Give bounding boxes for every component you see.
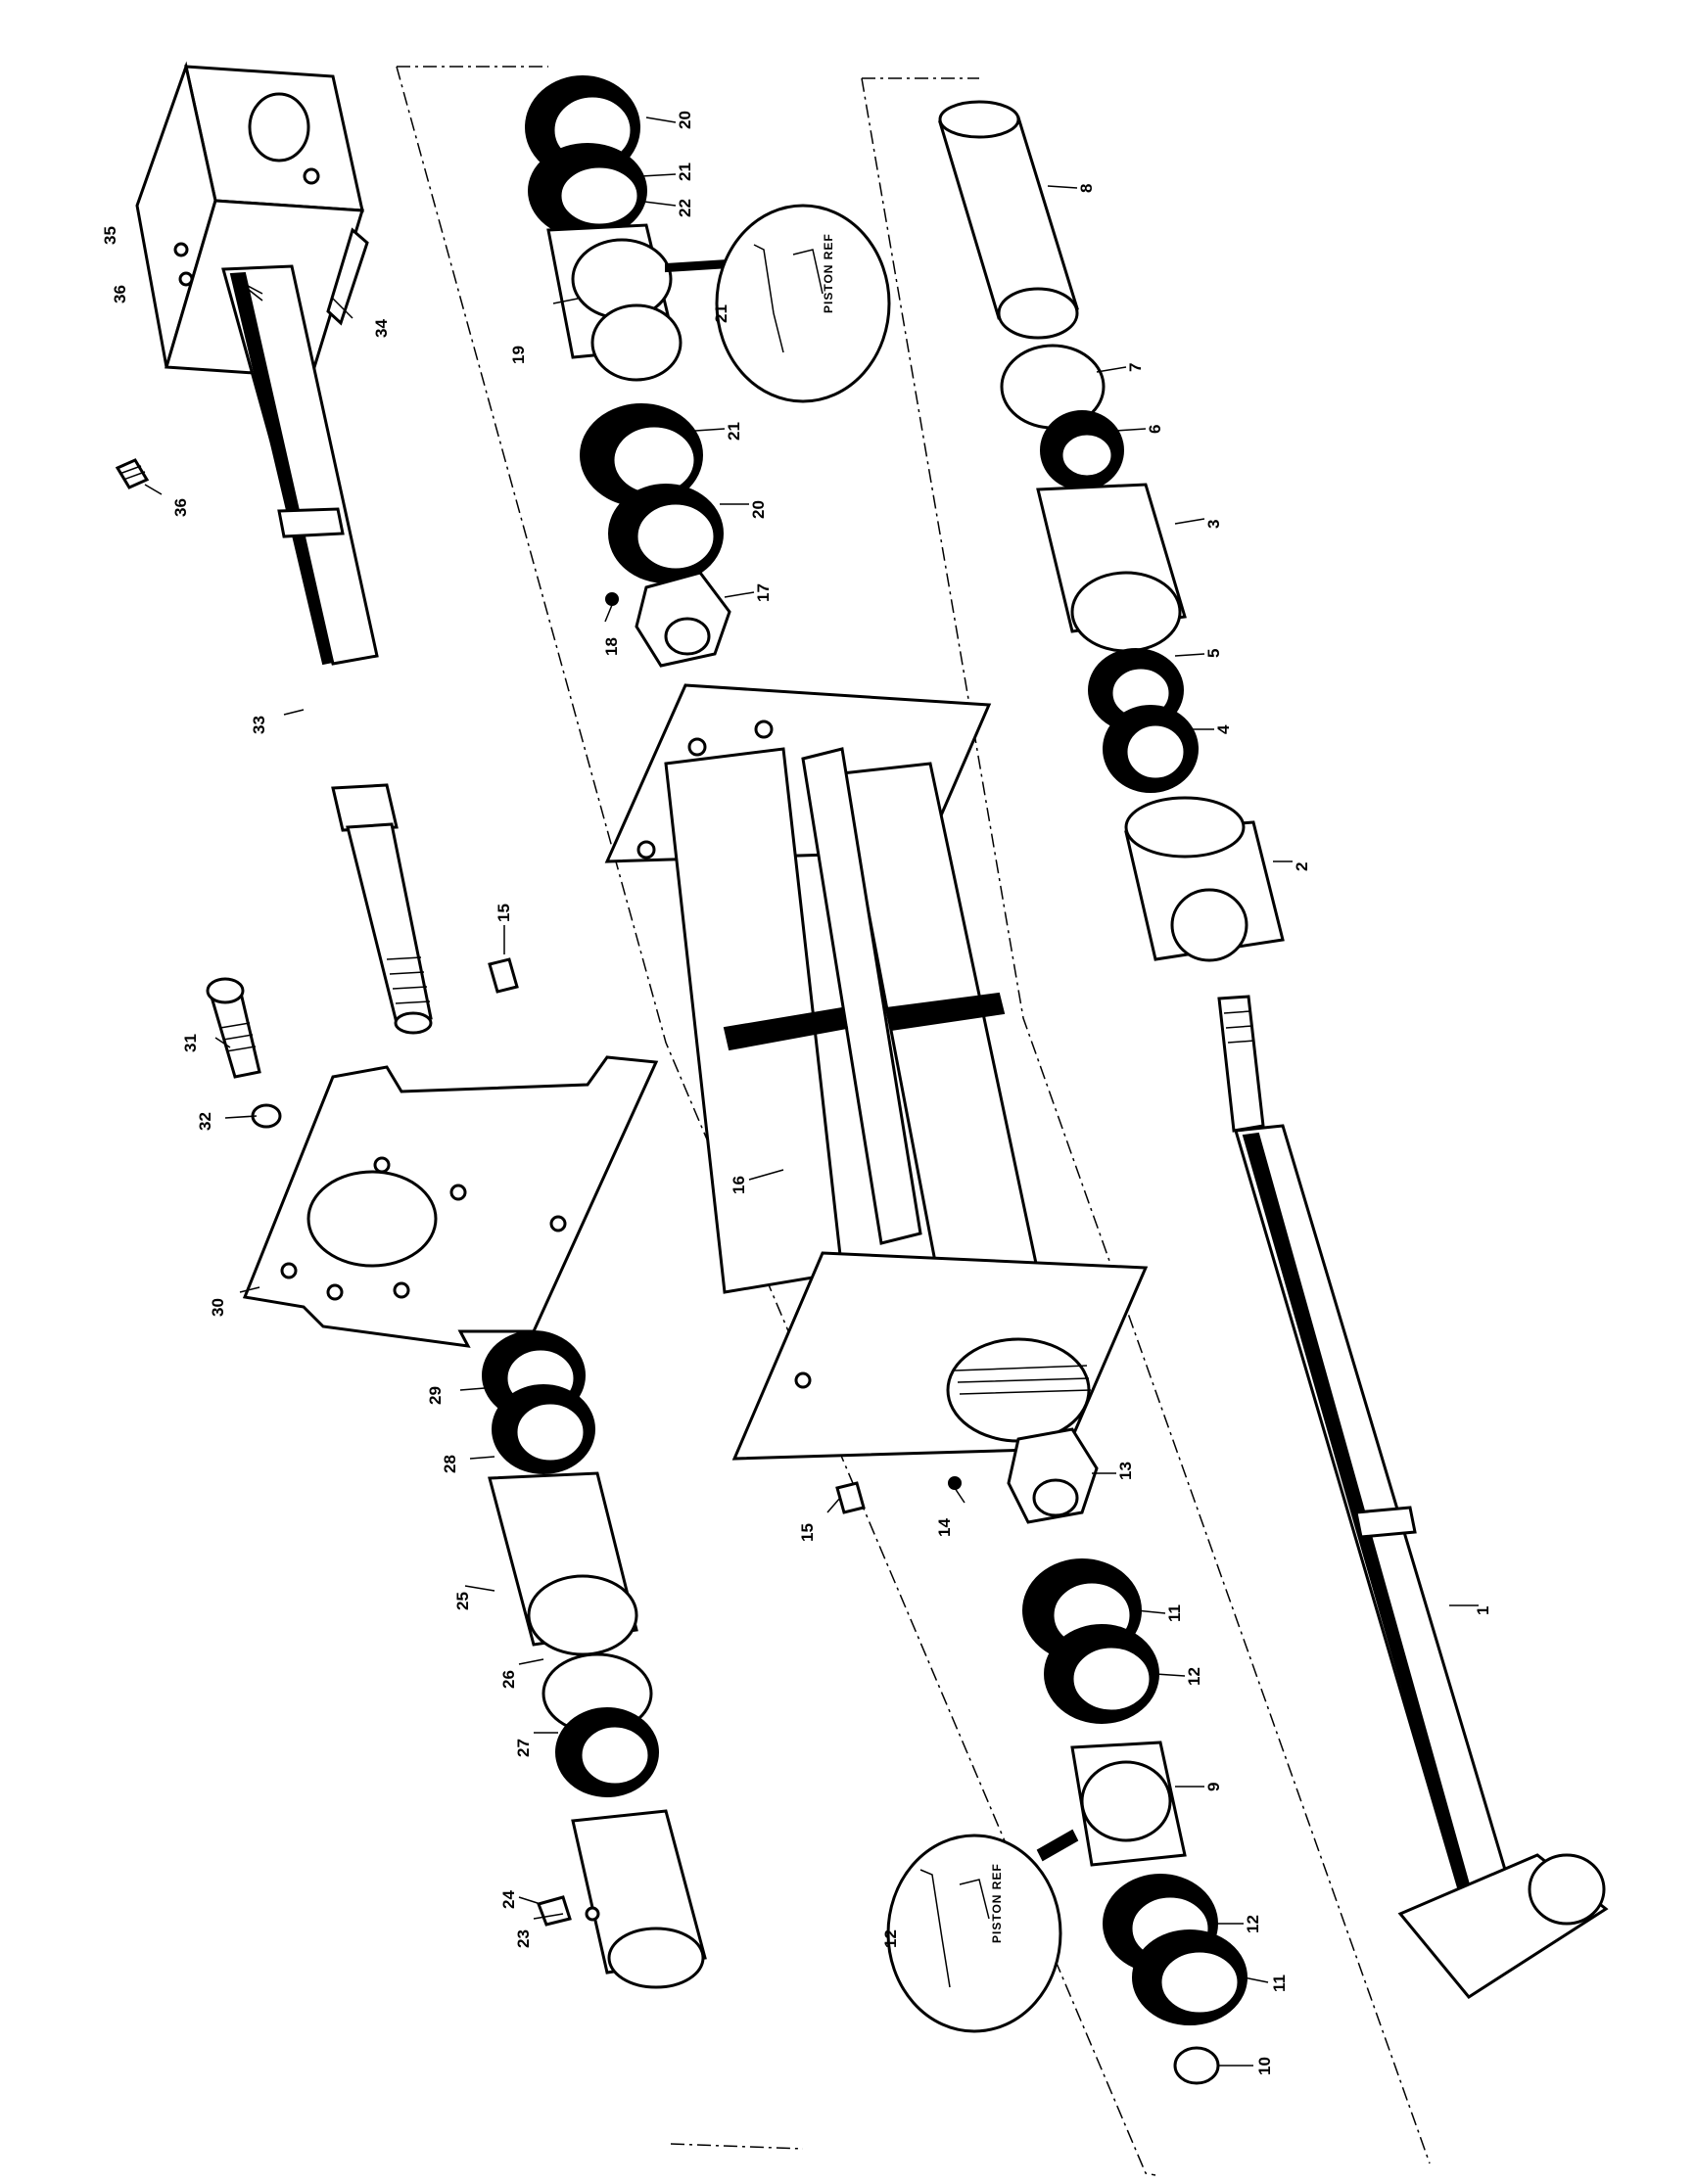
label-part-26: 26 <box>499 1670 518 1689</box>
part-cylinder-body <box>604 683 1149 1461</box>
label-part-15b: 15 <box>798 1523 817 1542</box>
label-part-22: 22 <box>676 199 694 217</box>
part-nut-13 <box>948 1427 1099 1524</box>
label-part-30: 30 <box>209 1298 227 1317</box>
label-part-24: 24 <box>499 1890 518 1909</box>
label-part-34: 34 <box>372 319 391 338</box>
label-part-35: 35 <box>101 226 119 245</box>
part-piston-rod-lower <box>1217 995 1609 1999</box>
label-part-5: 5 <box>1204 649 1223 658</box>
label-part-20a: 20 <box>676 111 694 129</box>
part-labels: 1 2 3 4 5 6 7 8 9 10 11 11 12 12 13 14 1… <box>101 111 1492 2075</box>
inset-piston-ref-lower: PISTON REF 12 <box>881 1834 1062 2033</box>
part-mounting-block <box>135 61 369 379</box>
label-part-18: 18 <box>602 637 621 656</box>
label-part-19: 19 <box>509 346 528 364</box>
label-part-36a: 36 <box>111 285 129 303</box>
label-part-12a: 12 <box>1185 1667 1203 1686</box>
label-part-8: 8 <box>1077 184 1096 193</box>
inset-upper-title: PISTON REF <box>822 233 835 313</box>
label-part-32: 32 <box>196 1112 214 1131</box>
label-part-36b: 36 <box>171 498 190 517</box>
label-part-4: 4 <box>1214 724 1233 734</box>
label-part-11b: 11 <box>1270 1975 1289 1992</box>
label-part-12b: 12 <box>1244 1915 1262 1933</box>
label-part-7: 7 <box>1126 363 1145 372</box>
label-part-31: 31 <box>181 1034 200 1052</box>
leader-lines <box>144 116 1479 2067</box>
inset-lower-callout: 12 <box>881 1929 900 1948</box>
label-part-16: 16 <box>730 1176 748 1194</box>
part-piston-rod-upper <box>221 264 433 1035</box>
part-gland-stack-right <box>938 100 1199 793</box>
label-part-15a: 15 <box>494 904 513 922</box>
part-nut-17 <box>605 571 731 668</box>
part-piston-stack-lower <box>1022 1558 1248 2085</box>
label-part-33: 33 <box>250 716 268 734</box>
label-part-29: 29 <box>426 1386 445 1405</box>
label-part-10: 10 <box>1255 2057 1274 2075</box>
label-part-21a: 21 <box>676 163 694 181</box>
label-part-3: 3 <box>1204 520 1223 529</box>
assembly-boundaries <box>396 66 1431 2176</box>
inset-upper-callout: 21 <box>712 304 730 323</box>
label-part-28: 28 <box>441 1455 459 1473</box>
part-seal-stack-upper <box>525 75 745 583</box>
part-screw-36-lower <box>115 458 150 489</box>
inset-piston-ref-upper: PISTON REF 21 <box>712 204 891 403</box>
label-part-11a: 11 <box>1165 1604 1184 1622</box>
label-part-2: 2 <box>1293 862 1311 871</box>
part-screw-15 <box>488 957 866 1514</box>
inset-lower-title: PISTON REF <box>990 1863 1004 1943</box>
label-part-13: 13 <box>1116 1462 1135 1480</box>
label-part-23: 23 <box>514 1929 533 1948</box>
label-part-27: 27 <box>514 1739 533 1757</box>
label-part-20b: 20 <box>749 500 768 519</box>
part-mounting-plate <box>206 977 659 1348</box>
label-part-9: 9 <box>1204 1783 1223 1791</box>
part-gland-stack-left <box>482 1330 707 1989</box>
label-part-21b: 21 <box>725 422 743 441</box>
part-bushing-2 <box>1124 796 1285 962</box>
label-part-1: 1 <box>1474 1606 1492 1615</box>
label-part-6: 6 <box>1146 425 1164 434</box>
label-part-14: 14 <box>935 1518 954 1537</box>
label-part-17: 17 <box>754 583 773 602</box>
label-part-25: 25 <box>453 1592 472 1610</box>
